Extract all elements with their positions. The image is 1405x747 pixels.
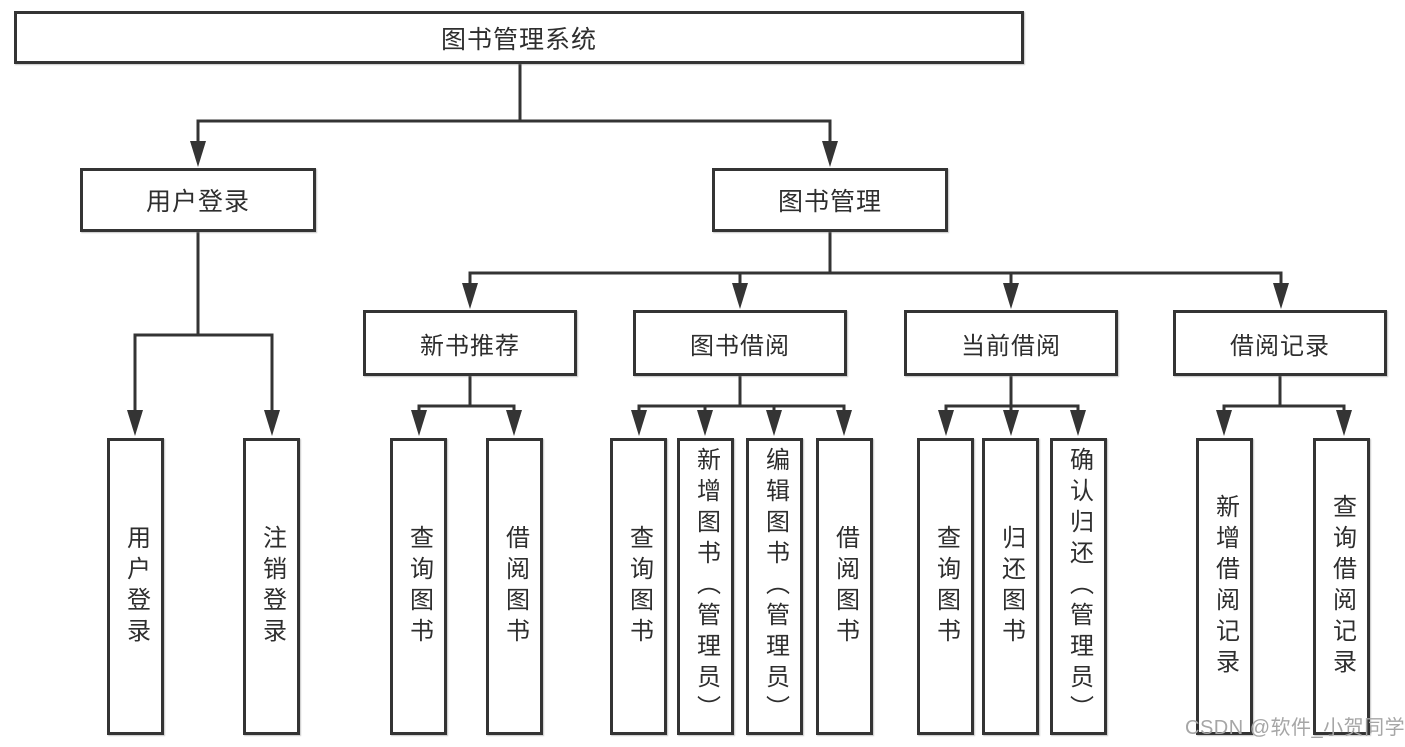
- node-borrow-records: 借阅记录: [1173, 310, 1387, 376]
- node-leaf-add-books-admin: 新增图书（管理员）: [677, 438, 734, 735]
- node-user-login-module: 用户登录: [80, 168, 316, 232]
- node-label: 图书借阅: [690, 332, 790, 360]
- node-label: 用户登录: [122, 524, 150, 649]
- connector-stems: [133, 64, 1346, 414]
- node-leaf-confirm-return-admin: 确认归还（管理员）: [1050, 438, 1107, 735]
- arrowheads: [127, 141, 1352, 436]
- node-label: 图书管理: [777, 188, 882, 216]
- node-label: 查询借阅记录: [1328, 493, 1356, 680]
- node-label: 新增借阅记录: [1211, 493, 1239, 680]
- node-leaf-query-books-borrow: 查询图书: [610, 438, 667, 735]
- node-leaf-return-books: 归还图书: [982, 438, 1039, 735]
- node-leaf-user-login: 用户登录: [107, 438, 164, 735]
- node-label: 确认归还（管理员）: [1065, 447, 1093, 726]
- node-root-system: 图书管理系统: [14, 11, 1024, 64]
- node-current-borrow: 当前借阅: [904, 310, 1118, 376]
- node-leaf-borrow-books: 借阅图书: [816, 438, 873, 735]
- node-leaf-add-borrow-record: 新增借阅记录: [1196, 438, 1253, 735]
- node-new-book-recommend: 新书推荐: [363, 310, 577, 376]
- node-label: 查询图书: [405, 524, 433, 649]
- node-label: 当前借阅: [961, 332, 1061, 360]
- node-label: 借阅记录: [1230, 332, 1330, 360]
- node-leaf-query-borrow-record: 查询借阅记录: [1313, 438, 1370, 735]
- node-label: 借阅图书: [831, 524, 859, 649]
- node-label: 新书推荐: [420, 332, 520, 360]
- csdn-watermark: CSDN @软件_小贺同学: [1185, 717, 1405, 739]
- node-book-borrow: 图书借阅: [633, 310, 847, 376]
- node-label: 图书管理系统: [440, 25, 597, 54]
- node-leaf-query-books-recommend: 查询图书: [390, 438, 447, 735]
- node-label: 新增图书（管理员）: [692, 447, 720, 726]
- node-label: 用户登录: [145, 188, 250, 216]
- node-label: 归还图书: [997, 524, 1025, 649]
- node-leaf-query-books-current: 查询图书: [917, 438, 974, 735]
- node-label: 注销登录: [258, 524, 286, 649]
- node-label: 查询图书: [932, 524, 960, 649]
- node-label: 编辑图书（管理员）: [761, 447, 789, 726]
- node-leaf-logout: 注销登录: [243, 438, 300, 735]
- node-book-management-module: 图书管理: [712, 168, 948, 232]
- node-label: 借阅图书: [501, 524, 529, 649]
- node-leaf-edit-books-admin: 编辑图书（管理员）: [746, 438, 803, 735]
- node-leaf-borrow-books-recommend: 借阅图书: [486, 438, 543, 735]
- node-label: 查询图书: [625, 524, 653, 649]
